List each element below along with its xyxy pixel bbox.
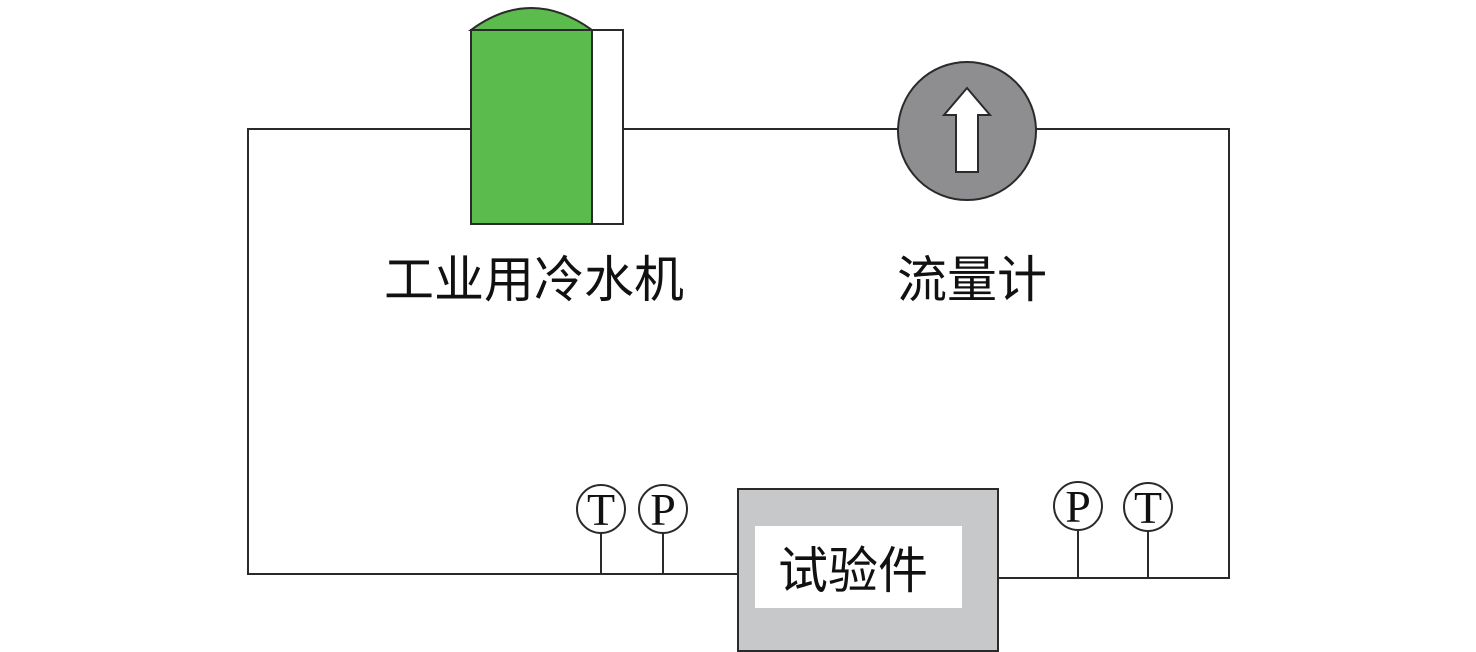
left-temperature-letter: T — [587, 484, 615, 535]
test-piece-label: 试验件 — [778, 542, 928, 600]
flowmeter — [897, 61, 1037, 201]
chiller-side-panel — [591, 29, 624, 225]
chiller — [467, 7, 624, 225]
pipe-right — [998, 128, 1230, 579]
right-pressure-gauge: P — [1053, 481, 1103, 578]
test-piece: 试验件 — [737, 488, 999, 652]
flowmeter-label: 流量计 — [897, 251, 1047, 309]
right-pressure-letter: P — [1065, 481, 1091, 532]
left-pressure-letter: P — [650, 484, 676, 535]
left-temperature-gauge: T — [576, 484, 626, 574]
chiller-label: 工业用冷水机 — [384, 251, 684, 309]
left-pressure-dial — [638, 484, 688, 534]
pipe-top-left — [247, 128, 738, 575]
right-temperature-gauge: T — [1123, 482, 1173, 578]
pipe-loop — [247, 128, 1230, 579]
chiller-dome — [467, 7, 596, 31]
left-pressure-gauge: P — [638, 484, 688, 574]
test-piece-label-box — [755, 526, 962, 608]
right-pressure-dial — [1053, 481, 1103, 531]
flow-direction-arrow-icon — [941, 86, 993, 173]
left-temperature-dial — [576, 484, 626, 534]
chiller-tank — [470, 29, 593, 225]
right-temperature-letter: T — [1134, 482, 1162, 533]
right-temperature-dial — [1123, 482, 1173, 532]
